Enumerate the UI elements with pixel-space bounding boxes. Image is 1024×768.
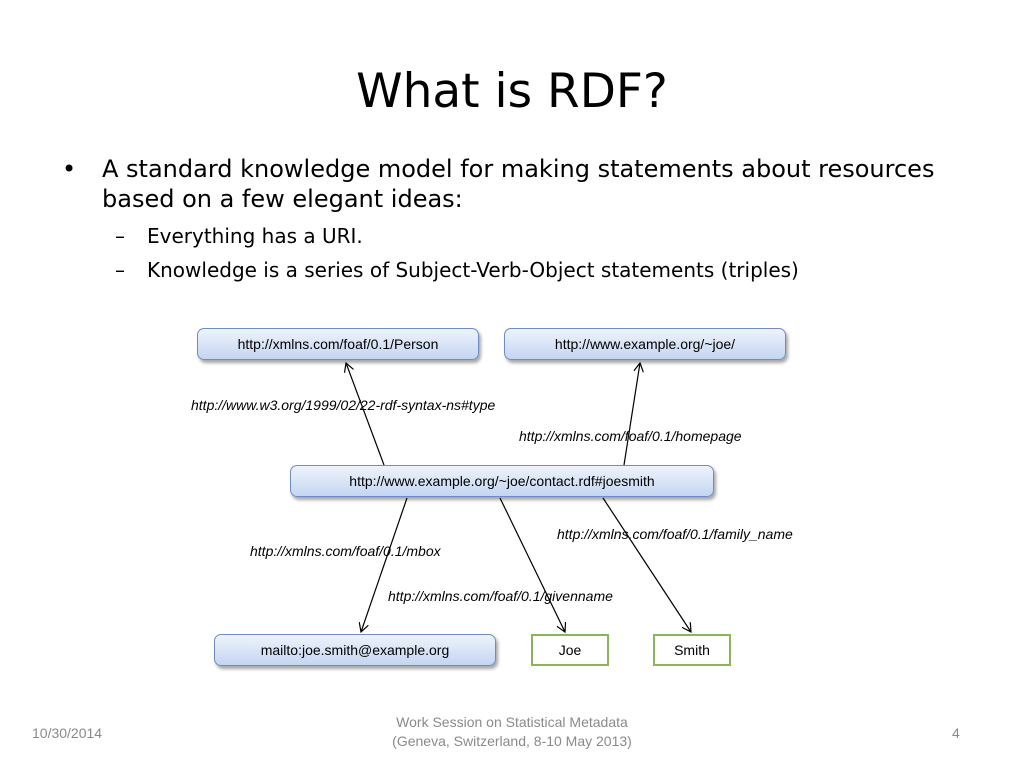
footer-event-line: Work Session on Statistical Metadata <box>396 714 628 730</box>
sub-bullet-item: – Everything has a URI. <box>115 222 1007 250</box>
bullet-list: • A standard knowledge model for making … <box>0 0 1024 300</box>
edge-label-givenname: http://xmlns.com/foaf/0.1/givenname <box>388 588 613 604</box>
sub-bullet-item: – Knowledge is a series of Subject-Verb-… <box>115 256 1007 284</box>
edge-family-line <box>602 497 691 632</box>
node-subject-resource: http://www.example.org/~joe/contact.rdf#… <box>290 465 714 497</box>
edge-label-family-name: http://xmlns.com/foaf/0.1/family_name <box>557 526 793 542</box>
slide-title: What is RDF? <box>356 64 668 119</box>
dash-icon: – <box>115 224 125 248</box>
edge-givenname-line <box>499 497 565 632</box>
node-family-literal: Smith <box>653 634 731 666</box>
edge-mbox-line <box>361 497 408 632</box>
edge-label-mbox: http://xmlns.com/foaf/0.1/mbox <box>250 543 441 559</box>
edge-type-line <box>346 363 385 466</box>
sub-bullet-text: Everything has a URI. <box>147 224 363 248</box>
footer-page-number: 4 <box>952 725 960 741</box>
bullet-icon: • <box>62 155 77 183</box>
edge-arrows <box>0 0 1024 700</box>
rdf-graph-diagram: http://xmlns.com/foaf/0.1/Person http://… <box>0 0 1024 700</box>
edge-label-type: http://www.w3.org/1999/02/22-rdf-syntax-… <box>191 397 496 413</box>
bullet-item: • A standard knowledge model for making … <box>62 154 982 214</box>
edge-label-homepage: http://xmlns.com/foaf/0.1/homepage <box>519 428 742 444</box>
bullet-text: A standard knowledge model for making st… <box>102 155 935 213</box>
node-homepage-resource: http://www.example.org/~joe/ <box>504 328 786 360</box>
dash-icon: – <box>115 258 125 282</box>
sub-bullet-text: Knowledge is a series of Subject-Verb-Ob… <box>147 258 799 282</box>
footer-event: Work Session on Statistical Metadata (Ge… <box>312 713 712 751</box>
node-person-class: http://xmlns.com/foaf/0.1/Person <box>197 328 479 360</box>
edge-homepage-line <box>623 363 640 466</box>
node-given-literal: Joe <box>531 634 609 666</box>
footer-date: 10/30/2014 <box>32 725 103 741</box>
node-mailbox-resource: mailto:joe.smith@example.org <box>214 634 496 666</box>
footer-event-line: (Geneva, Switzerland, 8-10 May 2013) <box>392 733 632 749</box>
